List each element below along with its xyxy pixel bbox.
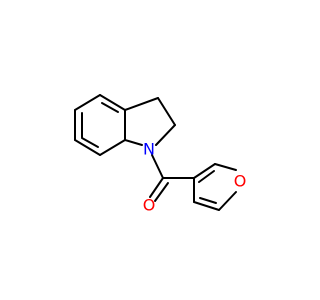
bond-benzene-6 (74, 94, 101, 111)
bond-carbonyl-double-a (149, 177, 164, 198)
bond-benzene-3 (99, 139, 126, 156)
carbonyl-group (149, 154, 195, 202)
benzene-ring (74, 94, 126, 156)
bond-furan-double-2 (199, 197, 217, 204)
molecule-structure-diagram: N O O (74, 94, 247, 215)
bond-benzene-1 (99, 94, 126, 111)
bond-benzene-4 (74, 139, 101, 156)
bond-carbonyl-double-b (154, 182, 169, 202)
bond-benzene-double-2 (81, 137, 99, 148)
furan-oxygen-atom-label: O (234, 172, 247, 191)
bond-furan-double-1 (198, 170, 215, 183)
carbonyl-oxygen-atom-label: O (143, 196, 156, 215)
nitrogen-atom-label: N (143, 140, 155, 159)
bond-furan-3 (218, 191, 237, 211)
bond-furan-1 (193, 163, 216, 179)
furan-ring (193, 163, 237, 211)
bond-n-carbonyl (151, 154, 164, 179)
bond-furan-2 (214, 163, 237, 171)
bond-benzene-double-1 (101, 102, 119, 113)
bond-ring-c3-c2 (157, 97, 176, 126)
bond-furan-4 (193, 201, 220, 211)
bond-ring-n-c7a (124, 139, 143, 146)
bond-ring-c2-n (155, 124, 176, 146)
indoline-ring (124, 97, 176, 146)
bond-ring-c3a-c3 (124, 97, 159, 111)
